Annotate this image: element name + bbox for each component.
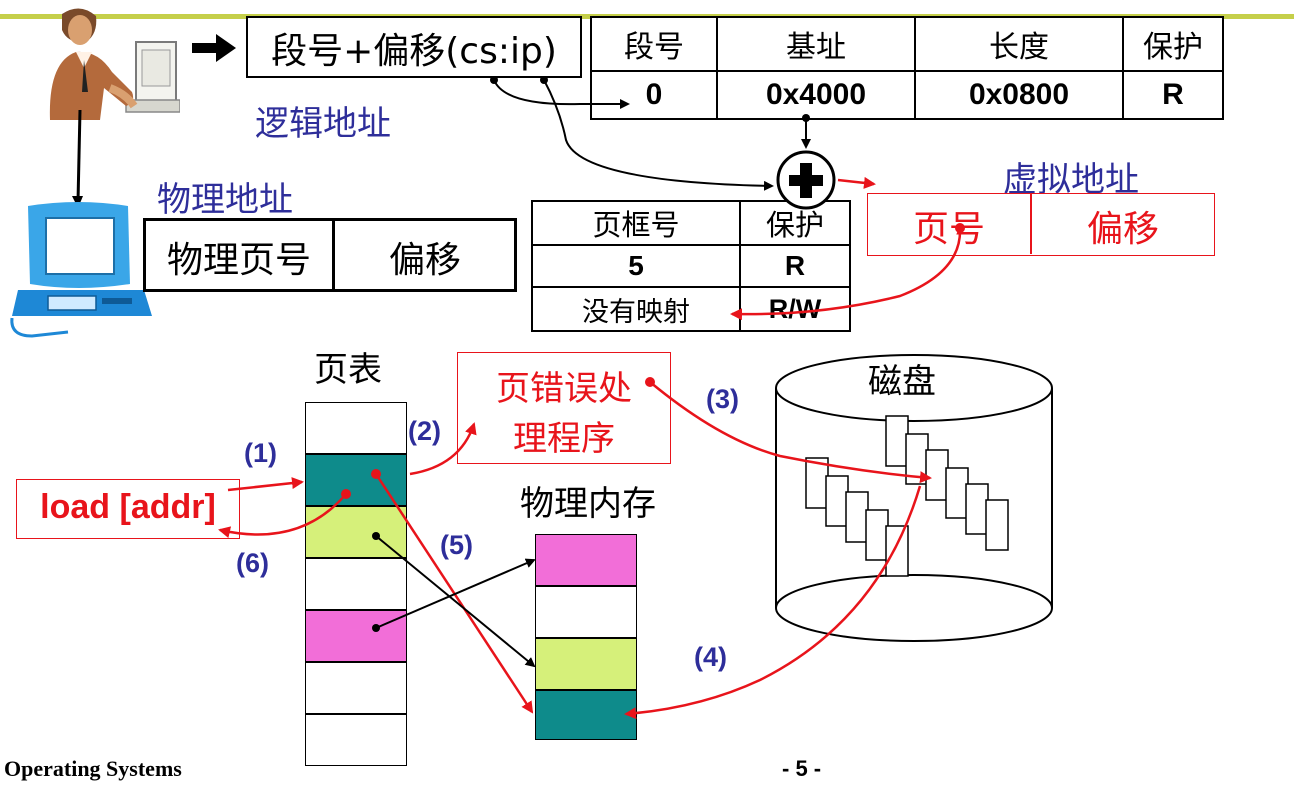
physical-offset-field: 偏移 <box>388 240 461 281</box>
step-label-2: (2) <box>408 416 441 446</box>
disk-label: 磁盘 <box>868 362 936 402</box>
page-fault-handler-box: 页错误处 理程序 <box>457 352 671 464</box>
page-table-cell: 没有映射 <box>531 286 741 332</box>
segment-table-cell: 0x4000 <box>716 70 916 120</box>
virtual-page-field: 页号 <box>912 209 985 250</box>
segment-table-cell: 0 <box>590 70 718 120</box>
virtual-address-box: 页号 偏移 <box>867 193 1215 256</box>
physical-page-field: 物理页号 <box>166 240 311 281</box>
page-table-detail: 页框号 保护 5 R 没有映射 R/W <box>531 200 851 332</box>
computer-icon <box>10 202 152 338</box>
person-at-computer-icon <box>49 8 180 121</box>
page-table-header: 页框号 <box>531 200 741 246</box>
memory-frame <box>535 534 637 586</box>
segment-table-cell: R <box>1122 70 1224 120</box>
virtual-address-divider <box>1030 194 1032 254</box>
fault-handler-line: 理程序 <box>513 419 615 459</box>
segment-table-header: 保护 <box>1122 16 1224 72</box>
step-label-4: (4) <box>694 642 727 672</box>
load-instruction-box: load [addr] <box>16 479 240 539</box>
virtual-offset-field: 偏移 <box>1086 209 1159 250</box>
page-table-cell: R <box>739 244 851 288</box>
page-table-cell: R/W <box>739 286 851 332</box>
footer-course: Operating Systems <box>4 756 182 781</box>
page-table-entry <box>305 714 407 766</box>
logical-address-box: 段号+偏移(cs:ip) <box>246 16 582 78</box>
connector-line <box>72 110 83 208</box>
segment-table-header: 段号 <box>590 16 718 72</box>
page-table-entry <box>305 402 407 454</box>
page-table-entry <box>305 662 407 714</box>
plus-circle-icon <box>776 150 836 210</box>
page-table-entry <box>305 610 407 662</box>
memory-frame <box>535 586 637 638</box>
footer-page-number: - 5 - <box>782 756 822 781</box>
physical-memory-label: 物理内存 <box>520 484 656 524</box>
step-label-5: (5) <box>440 530 473 560</box>
step-label-1: (1) <box>244 438 277 468</box>
page-table-cell: 5 <box>531 244 741 288</box>
segment-table-header: 基址 <box>716 16 916 72</box>
segment-table-header: 长度 <box>914 16 1124 72</box>
page-table-entry <box>305 558 407 610</box>
step-label-3: (3) <box>706 384 739 414</box>
page-table-label: 页表 <box>314 350 382 390</box>
memory-frame <box>535 690 637 740</box>
memory-frame <box>535 638 637 690</box>
segment-table-cell: 0x0800 <box>914 70 1124 120</box>
right-arrow-icon <box>192 34 236 62</box>
physical-address-box: 物理页号 偏移 <box>143 218 517 292</box>
physical-address-label: 物理地址 <box>157 180 293 220</box>
segment-table: 段号 基址 长度 保护 0 0x4000 0x0800 R <box>590 16 1224 120</box>
physical-address-divider <box>332 221 335 289</box>
logical-address-label: 逻辑地址 <box>255 104 391 144</box>
fault-handler-line: 页错误处 <box>496 369 632 409</box>
page-table-entry <box>305 454 407 506</box>
load-instruction-text: load [addr] <box>40 488 216 526</box>
adder-to-virtual-arrow <box>837 176 876 189</box>
step-label-6: (6) <box>236 548 269 578</box>
page-table-entry <box>305 506 407 558</box>
segment-offset-text: 段号+偏移(cs:ip) <box>271 31 557 72</box>
